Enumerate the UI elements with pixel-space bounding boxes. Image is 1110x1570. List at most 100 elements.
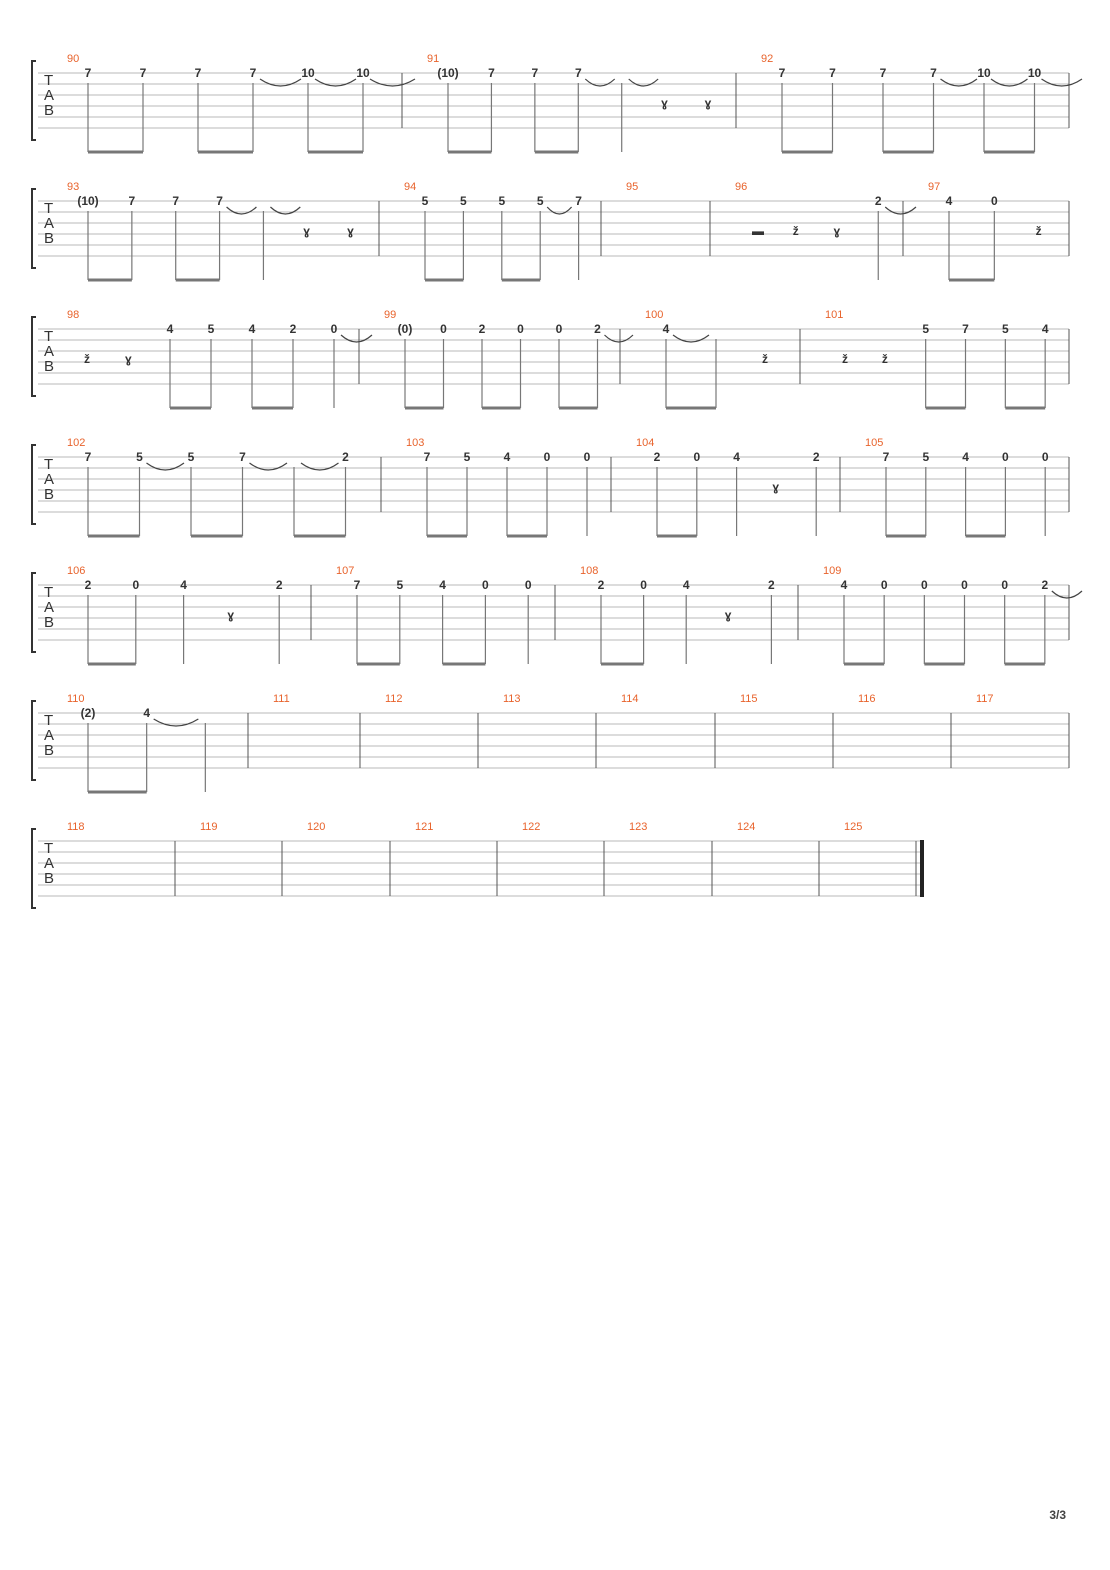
measure-number: 95	[626, 181, 638, 193]
tab-clef-letter: T	[44, 200, 53, 217]
rest-eighth: ɣ	[834, 224, 841, 238]
fret-number: 5	[1002, 322, 1009, 336]
fret-number: 0	[544, 450, 551, 464]
fret-number: 4	[504, 450, 511, 464]
measure-number: 105	[865, 437, 883, 449]
tab-clef-letter: T	[44, 584, 53, 601]
fret-number: 5	[136, 450, 143, 464]
fret-number: 7	[962, 322, 969, 336]
tab-clef-letter: T	[44, 72, 53, 89]
measure-number: 120	[307, 821, 325, 833]
rest-eighth: ɣ	[347, 224, 354, 238]
fret-number: 5	[922, 450, 929, 464]
fret-number: 2	[768, 578, 775, 592]
fret-number: (10)	[77, 194, 98, 208]
system-bracket	[31, 60, 36, 141]
fret-number: 7	[140, 66, 147, 80]
fret-number: 5	[422, 194, 429, 208]
fret-number: 0	[961, 578, 968, 592]
fret-number: 4	[841, 578, 848, 592]
measure-number: 94	[404, 181, 416, 193]
measure-number: 91	[427, 53, 439, 65]
fret-number: 4	[946, 194, 953, 208]
fret-number: 2	[85, 578, 92, 592]
fret-number: 4	[733, 450, 740, 464]
fret-number: 7	[575, 194, 582, 208]
fret-number: 0	[1002, 450, 1009, 464]
measure-number: 112	[385, 693, 403, 705]
fret-number: 0	[584, 450, 591, 464]
rest-eighth: ɣ	[661, 96, 668, 110]
tab-clef-letter: A	[44, 471, 54, 488]
fret-number: 0	[440, 322, 447, 336]
tab-clef-letter: A	[44, 215, 54, 232]
tab-clef-letter: B	[44, 614, 54, 631]
tab-clef-letter: A	[44, 599, 54, 616]
measure-number: 102	[67, 437, 85, 449]
tie-arc	[990, 78, 1028, 87]
tie-arc	[259, 78, 302, 87]
fret-number: (10)	[437, 66, 458, 80]
fret-number: 7	[829, 66, 836, 80]
measure-number: 110	[67, 693, 85, 705]
fret-number: 7	[239, 450, 246, 464]
tie-arc	[584, 78, 616, 87]
fret-number: 5	[396, 578, 403, 592]
fret-number: 7	[216, 194, 223, 208]
fret-number: 7	[488, 66, 495, 80]
fret-number: 0	[517, 322, 524, 336]
fret-number: 4	[180, 578, 187, 592]
fret-number: 0	[693, 450, 700, 464]
fret-number: 0	[132, 578, 139, 592]
tie-arc	[546, 206, 573, 215]
fret-number: 7	[250, 66, 257, 80]
tie-arc	[340, 334, 373, 343]
fret-number: 5	[208, 322, 215, 336]
fret-number: 0	[525, 578, 532, 592]
fret-number: 2	[290, 322, 297, 336]
fret-number: 7	[883, 450, 890, 464]
tab-clef-letter: A	[44, 727, 54, 744]
tie-arc	[226, 206, 257, 215]
fret-number: 0	[1001, 578, 1008, 592]
measure-number: 90	[67, 53, 79, 65]
measure-number: 101	[825, 309, 843, 321]
fret-number: 0	[991, 194, 998, 208]
page-number: 3/3	[1049, 1508, 1066, 1522]
rest-quarter: ž	[762, 352, 768, 366]
measure-number: 111	[273, 693, 290, 705]
fret-number: 4	[143, 706, 150, 720]
tie-arc	[628, 78, 659, 87]
fret-number: 7	[575, 66, 582, 80]
final-barline	[920, 840, 924, 897]
rest-eighth: ɣ	[303, 224, 310, 238]
fret-number: 7	[172, 194, 179, 208]
fret-number: 0	[921, 578, 928, 592]
measure-number: 107	[336, 565, 354, 577]
tie-arc	[1041, 78, 1083, 87]
measure-number: 99	[384, 309, 396, 321]
measure-number: 96	[735, 181, 747, 193]
rest-half: ▬	[752, 224, 764, 238]
fret-number: 7	[880, 66, 887, 80]
system-bracket	[31, 828, 36, 909]
fret-number: 5	[537, 194, 544, 208]
measure-number: 124	[737, 821, 755, 833]
fret-number: 0	[1042, 450, 1049, 464]
fret-number: 0	[482, 578, 489, 592]
fret-number: 7	[779, 66, 786, 80]
fret-number: 5	[922, 322, 929, 336]
fret-number: 4	[1042, 322, 1049, 336]
fret-number: 2	[598, 578, 605, 592]
fret-number: 5	[498, 194, 505, 208]
tab-clef-letter: A	[44, 855, 54, 872]
fret-number: (0)	[398, 322, 413, 336]
fret-number: 4	[663, 322, 670, 336]
tab-clef-letter: T	[44, 328, 53, 345]
tab-clef-letter: T	[44, 712, 53, 729]
measure-number: 125	[844, 821, 862, 833]
fret-number: 7	[195, 66, 202, 80]
fret-number: 4	[439, 578, 446, 592]
